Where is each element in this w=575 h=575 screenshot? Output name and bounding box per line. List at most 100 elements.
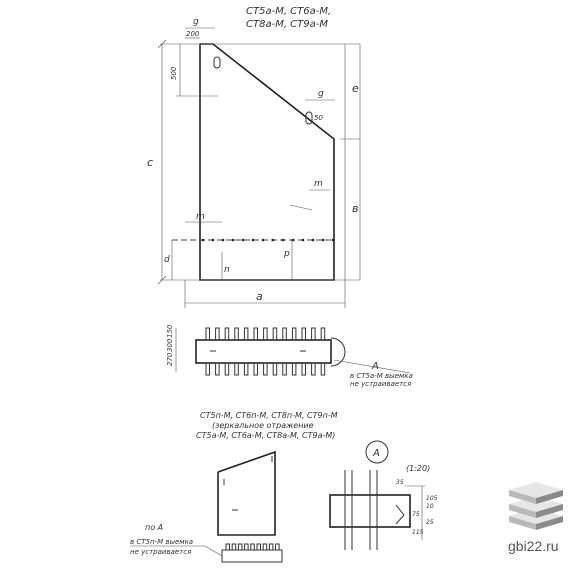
dim-b-label: в	[352, 202, 358, 215]
dim-d-label: d	[164, 255, 170, 265]
dim-a-label: а	[256, 290, 263, 303]
rib	[301, 327, 306, 341]
plan-callout-line1: в СТ5а-М выемка	[350, 372, 413, 380]
rib	[301, 362, 306, 376]
detail-marker-circle	[365, 440, 389, 464]
detail-dim-75: 75	[412, 511, 420, 518]
detail-dim-35: 35	[396, 479, 404, 486]
rib	[262, 543, 268, 551]
dim-150: 150	[166, 324, 174, 338]
rib	[256, 543, 261, 551]
rib	[234, 362, 239, 376]
dim-300: 300	[166, 338, 174, 352]
plan-body	[195, 339, 332, 364]
anchor-dot	[211, 238, 215, 242]
anchor-dot	[201, 238, 205, 242]
lifting-loop-slope	[305, 111, 313, 125]
dim-200: 200	[186, 30, 200, 38]
rib	[224, 327, 230, 341]
rib	[215, 362, 220, 376]
rib	[320, 362, 326, 376]
detail-a: А (1:20) 35 105 10 75 25 115	[329, 440, 438, 550]
rib	[215, 327, 220, 341]
anchor-dot	[221, 238, 225, 242]
rib	[282, 327, 287, 341]
detail-dim-105: 105	[426, 495, 438, 502]
anchor-dot	[241, 238, 245, 242]
mirror-caption-1: СТ5п-М, СТ6п-М, СТ8п-М, СТ9п-М	[200, 411, 338, 420]
rib	[272, 362, 278, 376]
dim-e-label: е	[352, 82, 359, 95]
rib	[237, 543, 243, 551]
dim-270: 270	[166, 352, 174, 366]
note-line1: по А	[145, 523, 163, 532]
mirror-caption-2: (зеркальное отражение	[212, 421, 314, 430]
rib	[224, 362, 230, 376]
detail-scale: (1:20)	[406, 464, 430, 473]
plan-callout-line2: не устраивается	[350, 380, 411, 388]
bottom-note: по А в СТ5п-М выемка не устраивается	[130, 523, 283, 563]
detail-dim-115: 115	[412, 529, 424, 536]
anchor-dot	[271, 238, 275, 242]
rib	[225, 543, 230, 551]
anchor-dot	[251, 238, 255, 242]
plan-view: 150 300 270 А в СТ5а-М выемка не устраив…	[166, 324, 413, 388]
anchor-dot	[281, 238, 285, 242]
anchor-dot	[261, 238, 265, 242]
plan-end-cap	[330, 337, 346, 367]
rib	[250, 543, 255, 551]
small-plan-body	[221, 549, 283, 563]
detail-marker-letter: А	[372, 448, 380, 459]
rib	[205, 362, 210, 376]
rib	[268, 543, 274, 551]
rib	[263, 327, 268, 341]
detail-dim-25: 25	[426, 519, 434, 526]
dim-m-left: m	[196, 212, 205, 222]
dim-500: 500	[170, 66, 178, 80]
elevation-view: СТ5а-М, СТ6а-М, СТ8а-М, СТ9а-М с g 200 5…	[147, 6, 361, 308]
title-line-2: СТ8а-М, СТ9а-М	[246, 19, 328, 30]
dim-c-label: с	[147, 156, 153, 169]
dim-50: 50	[314, 114, 323, 122]
stacked-slabs-icon	[509, 482, 563, 530]
plan-callout-letter: А	[371, 361, 379, 372]
dim-g-slope: g	[318, 89, 324, 99]
rib	[320, 327, 326, 341]
rib	[311, 327, 316, 341]
note-line3: не устраивается	[130, 548, 191, 556]
rib	[253, 327, 258, 341]
panel-outline	[199, 43, 335, 281]
rib	[231, 543, 237, 551]
rib	[291, 362, 297, 376]
dim-n-label: n	[224, 265, 230, 275]
lifting-loop-top	[213, 56, 221, 69]
rib	[263, 362, 268, 376]
rib	[234, 327, 239, 341]
detail-dim-10: 10	[426, 503, 434, 510]
rib	[205, 327, 210, 341]
dim-g-top: g	[193, 17, 199, 27]
anchor-dot	[321, 238, 325, 242]
rib	[253, 362, 258, 376]
anchor-dot	[311, 238, 315, 242]
rib	[291, 327, 297, 341]
title-line-1: СТ5а-М, СТ6а-М,	[246, 6, 331, 17]
note-line2: в СТ5п-М выемка	[130, 538, 193, 546]
anchor-dot	[231, 238, 235, 242]
rib	[275, 543, 280, 551]
mirror-caption-3: СТ5а-М, СТ6а-М, СТ8а-М, СТ9а-М)	[196, 431, 335, 440]
site-name: gbi22.ru	[508, 538, 559, 554]
rib	[243, 327, 249, 341]
rib	[282, 362, 287, 376]
anchor-dot	[301, 238, 305, 242]
dim-m-right: m	[314, 179, 323, 189]
mirror-panel	[217, 450, 276, 536]
rib	[243, 362, 249, 376]
rib	[311, 362, 316, 376]
rib	[244, 543, 249, 551]
anchor-dot	[331, 238, 335, 242]
anchor-dot	[291, 238, 295, 242]
dim-p-label: р	[283, 249, 290, 259]
rib	[272, 327, 278, 341]
